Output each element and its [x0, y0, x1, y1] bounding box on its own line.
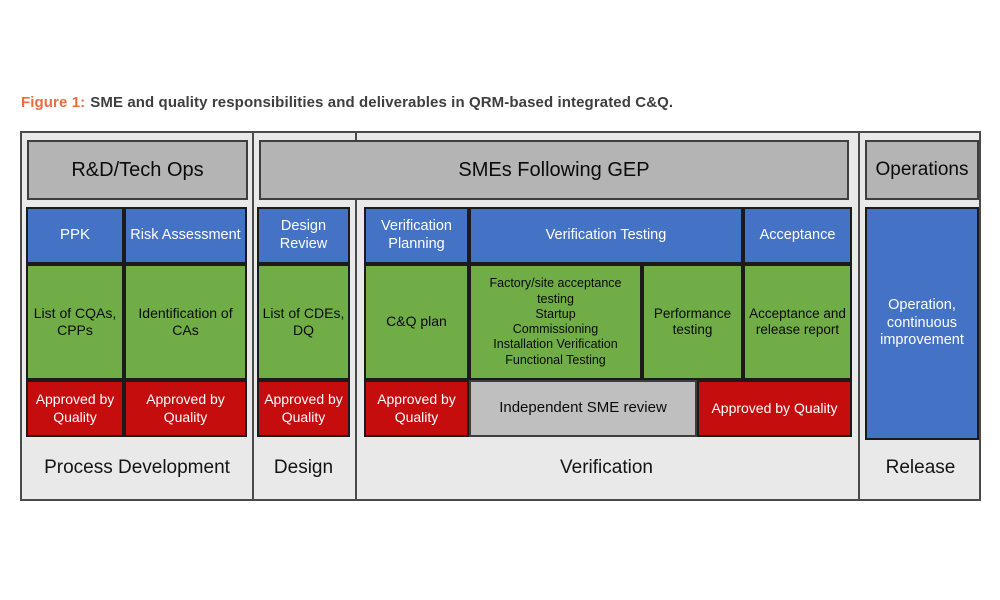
cell-verification-planning: Verification Planning — [364, 207, 469, 264]
cell-design-review: Design Review — [257, 207, 350, 264]
cell-approved-by-quality-design: Approved by Quality — [257, 380, 350, 437]
cell-ppk: PPK — [26, 207, 124, 264]
footer-verification: Verification — [560, 457, 653, 478]
cell-acceptance: Acceptance — [743, 207, 852, 264]
header-operations: Operations — [865, 140, 979, 200]
cell-approved-by-quality-risk: Approved by Quality — [124, 380, 247, 437]
cell-approved-by-quality-verification-left: Approved by Quality — [364, 380, 469, 437]
header-rd-tech-ops: R&D/Tech Ops — [27, 140, 248, 200]
cell-approved-by-quality-ppk: Approved by Quality — [26, 380, 124, 437]
cell-risk-assessment: Risk Assessment — [124, 207, 247, 264]
figure-caption-text: SME and quality responsibilities and del… — [90, 94, 674, 111]
cell-acceptance-release-report: Acceptance and release report — [743, 264, 852, 380]
section-divider-2 — [355, 133, 357, 499]
cell-identification-of-cas: Identification of CAs — [124, 264, 247, 380]
cell-approved-by-quality-verification-right: Approved by Quality — [697, 380, 852, 437]
footer-process-development: Process Development — [44, 457, 230, 478]
cell-performance-testing: Performance testing — [642, 264, 743, 380]
cell-cq-plan: C&Q plan — [364, 264, 469, 380]
cell-independent-sme-review: Independent SME review — [469, 380, 697, 437]
cell-list-of-cqas-cpps: List of CQAs, CPPs — [26, 264, 124, 380]
cell-factory-site-acceptance: Factory/site acceptance testing Startup … — [469, 264, 642, 380]
section-divider-1 — [252, 133, 254, 499]
header-smes-following-gep: SMEs Following GEP — [259, 140, 849, 200]
cell-verification-testing: Verification Testing — [469, 207, 743, 264]
cq-responsibilities-diagram: R&D/Tech Ops SMEs Following GEP Operatio… — [20, 131, 981, 501]
footer-design: Design — [273, 457, 334, 478]
footer-release: Release — [885, 457, 956, 478]
figure-caption: Figure 1:SME and quality responsibilitie… — [21, 94, 673, 111]
figure-caption-label: Figure 1: — [21, 94, 86, 111]
section-divider-3 — [858, 133, 860, 499]
cell-list-of-cdes-dq: List of CDEs, DQ — [257, 264, 350, 380]
cell-operation-continuous-improvement: Operation, continuous improvement — [865, 207, 979, 440]
